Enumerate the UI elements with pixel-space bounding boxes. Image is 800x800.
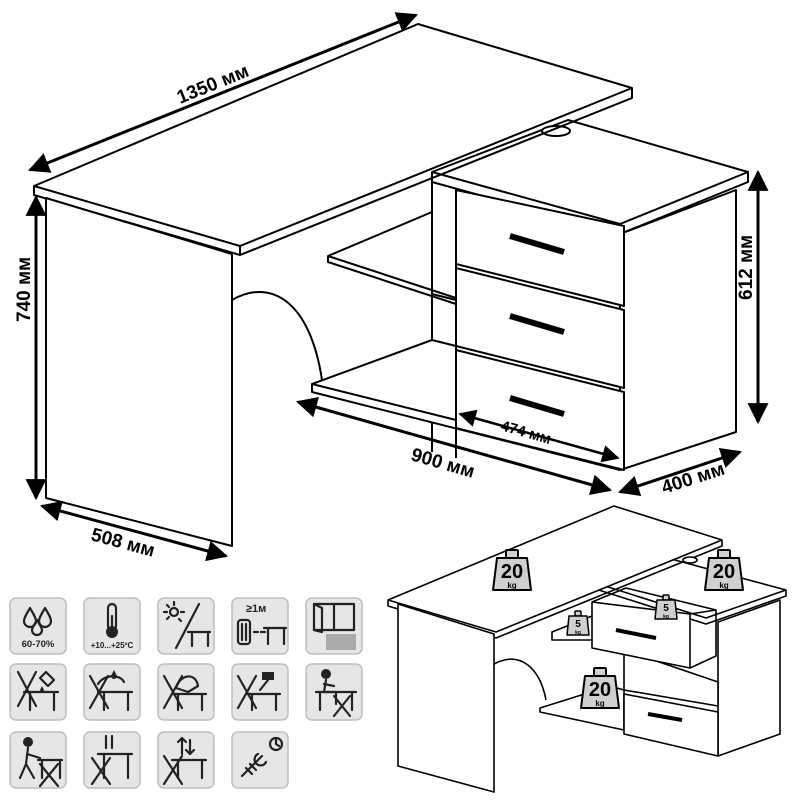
load-drawer-unit: kg	[663, 614, 669, 620]
no-sit-card	[305, 663, 363, 721]
cabinet-side	[619, 189, 737, 471]
no-impact-icon	[236, 672, 282, 712]
load-top-left-unit: kg	[507, 581, 516, 590]
thermometer-icon	[106, 602, 118, 638]
periodic-tightening-icon	[240, 736, 284, 778]
load-shelf-unit: kg	[575, 630, 581, 636]
no-lifting-icon	[90, 734, 134, 786]
humidity-card: 60-70%	[9, 597, 67, 655]
load-top-right-value: 20	[713, 561, 735, 583]
no-sitting-icon	[314, 669, 358, 718]
no-drag-card	[9, 731, 67, 789]
humidity-label: 60-70%	[22, 639, 55, 650]
no-wet-card	[83, 663, 141, 721]
main-desk-drawing	[33, 23, 749, 547]
load-drawer-value: 5	[663, 603, 669, 614]
dimension-arrows	[25, 12, 769, 562]
shelf	[327, 211, 457, 305]
water-drops-icon	[22, 606, 53, 637]
load-bottom-unit: kg	[595, 699, 604, 708]
dim-cabinet-height: 612 мм	[736, 235, 757, 300]
left-leg	[45, 197, 233, 547]
sun-card	[157, 597, 215, 655]
no-scratch-icon	[162, 674, 208, 712]
temperature-card: +10...+25ºC	[83, 597, 141, 655]
no-lift-card	[83, 731, 141, 789]
tighten-card	[231, 731, 289, 789]
no-liquid-icon	[16, 670, 60, 712]
no-wet-cleaning-icon	[88, 670, 134, 712]
care-icons: 60-70% +10...+25ºC	[9, 597, 363, 789]
load-top-left-value: 20	[501, 561, 523, 583]
dim-depth-right: 400 мм	[659, 459, 727, 499]
load-diagram	[387, 505, 787, 793]
dim-height: 740 мм	[14, 257, 35, 322]
no-liquid-card	[9, 663, 67, 721]
no-climb-card	[157, 731, 215, 789]
window-card	[305, 597, 363, 655]
no-standing-icon	[162, 736, 208, 786]
no-hammer-card	[231, 663, 289, 721]
load-top-right-unit: kg	[719, 581, 728, 590]
load-weights: 20 kg 20 kg 5 kg 5 kg 20 kg	[492, 549, 744, 709]
temperature-label: +10...+25ºC	[91, 641, 134, 650]
dim-depth-left: 508 мм	[89, 525, 157, 562]
window-icon	[312, 602, 356, 650]
distance-label: ≥1м	[246, 603, 266, 615]
load-bottom-value: 20	[589, 679, 611, 701]
heater-distance-icon	[236, 618, 288, 646]
no-dragging-icon	[18, 737, 64, 788]
sun-icon	[162, 600, 212, 650]
load-shelf-value: 5	[575, 619, 581, 630]
no-scratch-card	[157, 663, 215, 721]
heater-card: ≥1м	[231, 597, 289, 655]
